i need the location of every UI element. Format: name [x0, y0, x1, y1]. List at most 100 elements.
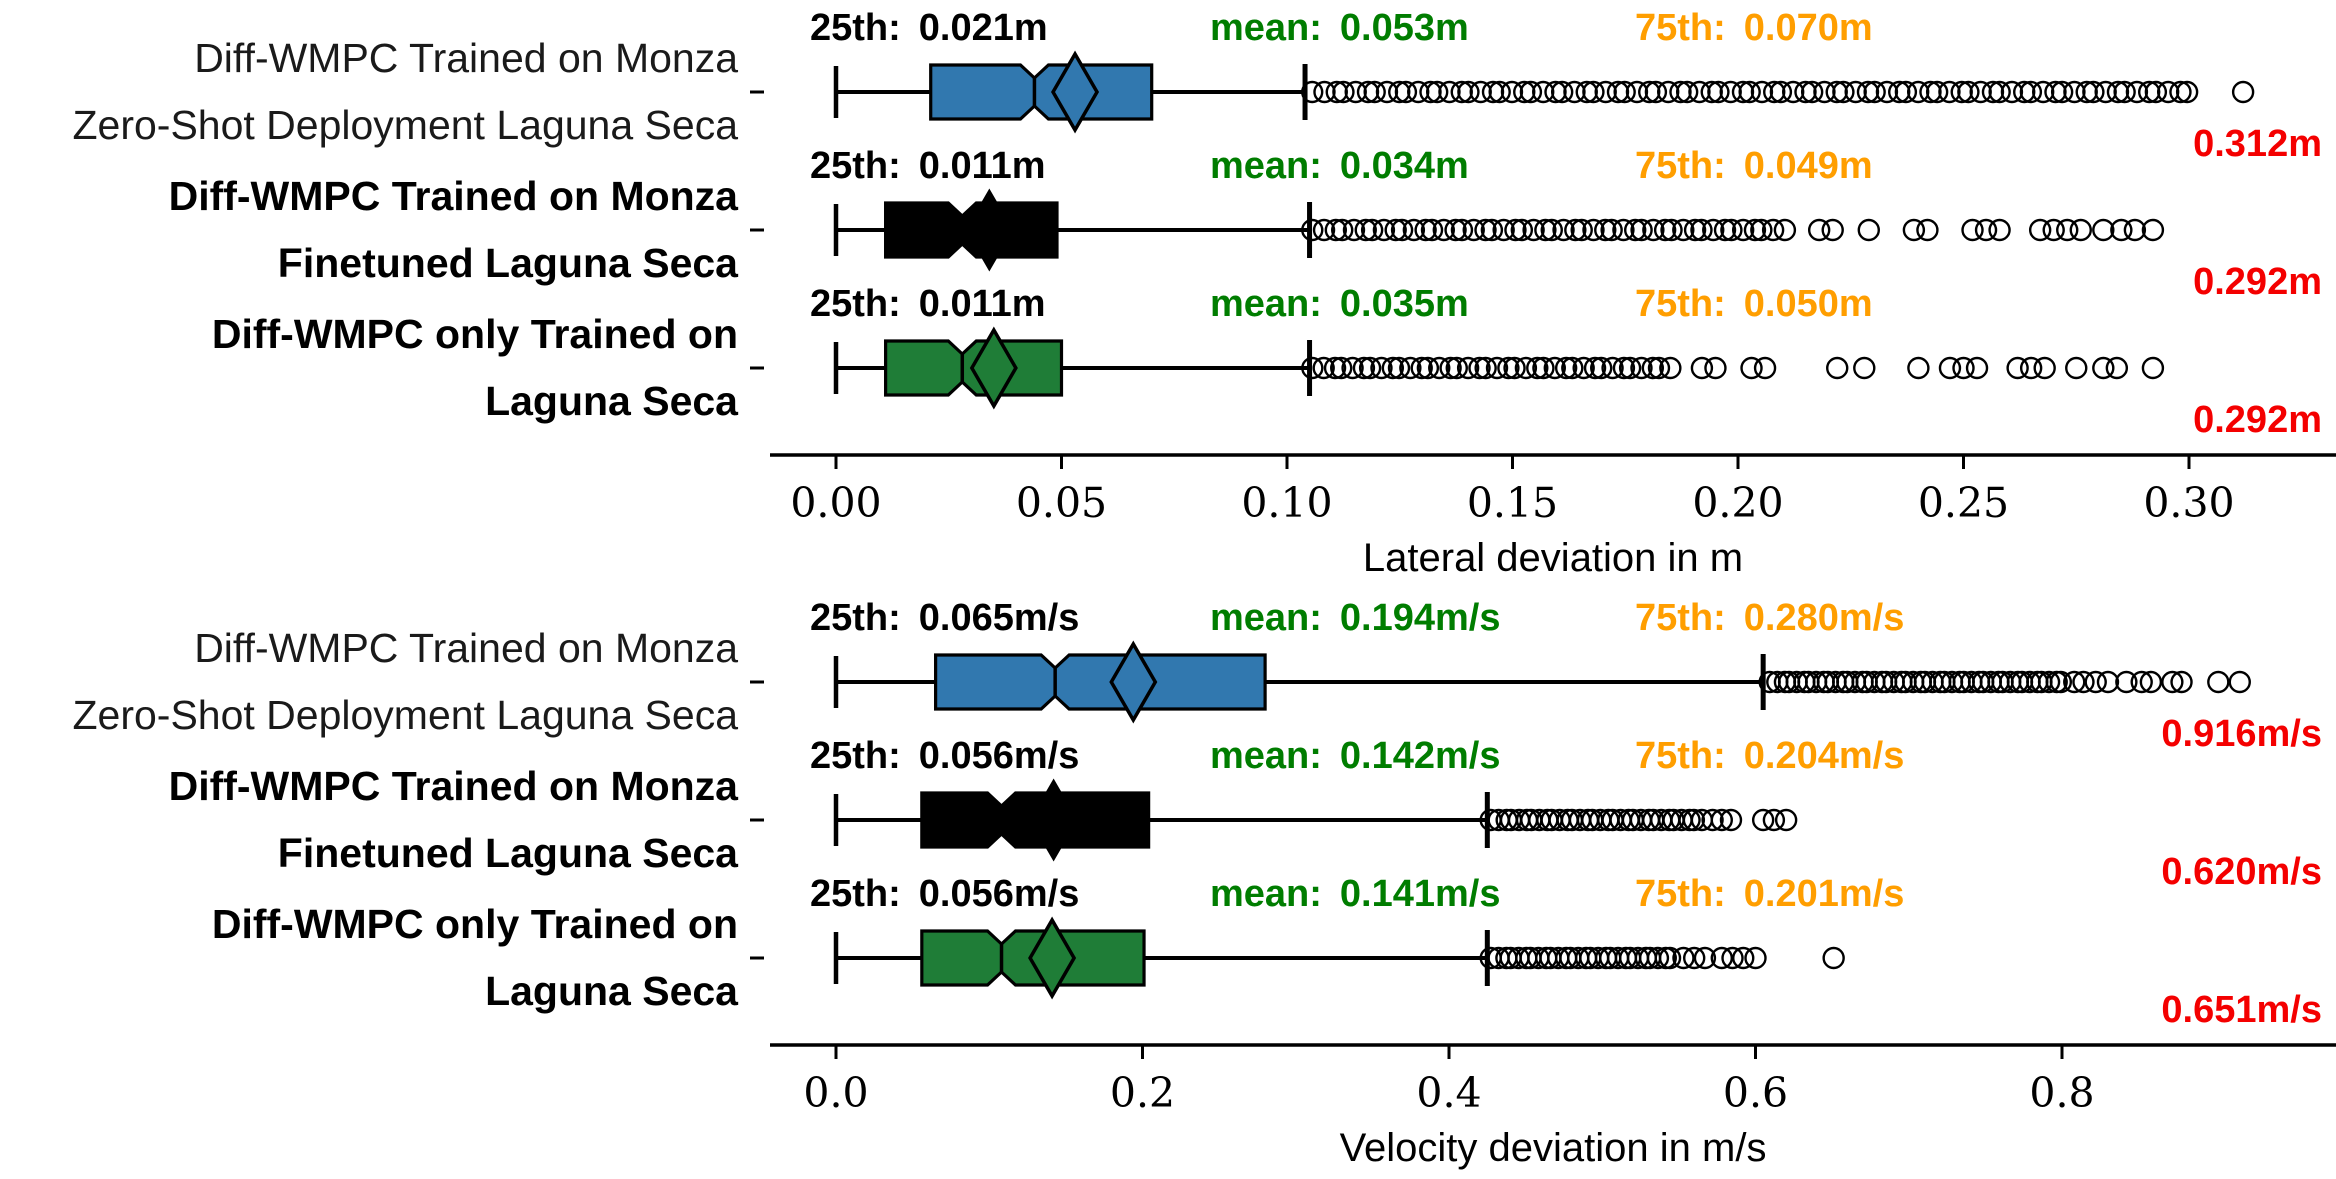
outlier-point [1822, 946, 1845, 970]
outlier-point [1952, 356, 1975, 380]
outlier-point [1407, 80, 1430, 104]
outlier-point [2130, 670, 2153, 694]
x-tick-label: 0.0 [803, 1069, 868, 1117]
outlier-point [2031, 80, 2055, 104]
outlier-point [1769, 80, 1793, 104]
outlier-point [1750, 218, 1773, 242]
x-tick-label: 0.20 [1692, 479, 1783, 527]
outlier-point [1485, 356, 1509, 380]
outlier-point [2006, 356, 2029, 380]
outlier-point [1690, 218, 1713, 242]
outlier-point [1384, 218, 1407, 242]
outlier-point [1751, 808, 1775, 832]
outlier-point [1710, 946, 1733, 970]
outlier-point [1961, 218, 1984, 242]
mean-annotation: mean:0.194m/s [1210, 597, 1501, 639]
outlier-point [2042, 218, 2065, 242]
outlier-point [1532, 356, 1555, 380]
outlier-point [1300, 80, 1324, 104]
outlier-point [1497, 356, 1520, 380]
outlier-point [1552, 218, 1575, 242]
x-tick-label: 0.10 [1241, 479, 1332, 527]
p75-annotation: 75th:0.201m/s [1635, 873, 1904, 915]
outlier-point [1410, 356, 1433, 380]
x-tick-label: 0.05 [1016, 479, 1107, 527]
outlier-point [1863, 80, 1886, 104]
outlier-point [1647, 356, 1671, 380]
notched-box [929, 63, 1154, 121]
outlier-point [1719, 808, 1743, 832]
mean-diamond [1029, 778, 1078, 862]
max-annotation: 0.620m/s [2161, 851, 2322, 893]
outlier-point [1762, 808, 1786, 832]
outlier-point [1583, 356, 1607, 380]
outlier-point [1342, 218, 1366, 242]
outlier-point [2105, 356, 2129, 380]
outlier-point [1543, 356, 1566, 380]
max-annotation: 0.916m/s [2161, 713, 2322, 755]
outlier-point [2063, 80, 2086, 104]
outlier-point [1630, 356, 1653, 380]
outlier-point [1938, 356, 1962, 380]
p75-annotation: 75th:0.070m [1635, 7, 1873, 49]
outlier-point [1331, 218, 1354, 242]
outlier-point [1732, 946, 1755, 970]
outlier-point [1332, 80, 1355, 104]
outlier-point [1358, 356, 1382, 380]
x-tick-label: 0.00 [790, 479, 881, 527]
outlier-point [1744, 946, 1767, 970]
x-tick-label: 0.15 [1467, 479, 1558, 527]
outlier-point [1690, 356, 1714, 380]
outlier-point [2123, 218, 2147, 242]
mean-diamond [1051, 50, 1100, 134]
outlier-point [1514, 356, 1538, 380]
mean-annotation: mean:0.034m [1210, 145, 1469, 187]
outlier-point [1704, 356, 1727, 380]
outlier-point [1399, 356, 1422, 380]
max-annotation: 0.292m [2193, 399, 2322, 441]
outlier-point [1474, 356, 1497, 380]
mean-annotation: mean:0.142m/s [1210, 735, 1501, 777]
outlier-point [1713, 218, 1737, 242]
outlier-point [2115, 670, 2138, 694]
notched-box [934, 653, 1267, 711]
outlier-point [1974, 218, 1998, 242]
p25-annotation: 25th:0.021m [810, 7, 1048, 49]
outlier-point [2144, 80, 2168, 104]
outlier-point [1988, 80, 2011, 104]
outlier-point [1750, 80, 1774, 104]
outlier-point [1916, 218, 1939, 242]
outlier-point [2141, 218, 2165, 242]
outlier-point [1644, 80, 1668, 104]
mean-diamond [969, 326, 1018, 410]
outlier-point [2231, 80, 2255, 104]
mean-annotation: mean:0.141m/s [1210, 873, 1501, 915]
outlier-point [2125, 80, 2149, 104]
p75-annotation: 75th:0.280m/s [1635, 597, 1904, 639]
x-tick-label: 0.30 [2143, 479, 2234, 527]
outlier-point [1594, 218, 1617, 242]
outlier-point [1821, 218, 1844, 242]
outlier-point [1432, 218, 1455, 242]
outlier-point [1938, 80, 1961, 104]
outlier-point [2019, 80, 2043, 104]
outlier-point [1624, 218, 1647, 242]
outlier-point [1503, 356, 1526, 380]
x-tick-label: 0.2 [1110, 1069, 1175, 1117]
mean-diamond [1028, 916, 1077, 1000]
outlier-point [1370, 356, 1393, 380]
outlier-point [1570, 218, 1593, 242]
outlier-point [1719, 80, 1742, 104]
outlier-point [2063, 670, 2086, 694]
outlier-point [2156, 80, 2180, 104]
outlier-point [1394, 80, 1418, 104]
outlier-point [1323, 356, 1347, 380]
outlier-point [1600, 218, 1623, 242]
outlier-point [2096, 670, 2120, 694]
outlier-point [1653, 218, 1677, 242]
